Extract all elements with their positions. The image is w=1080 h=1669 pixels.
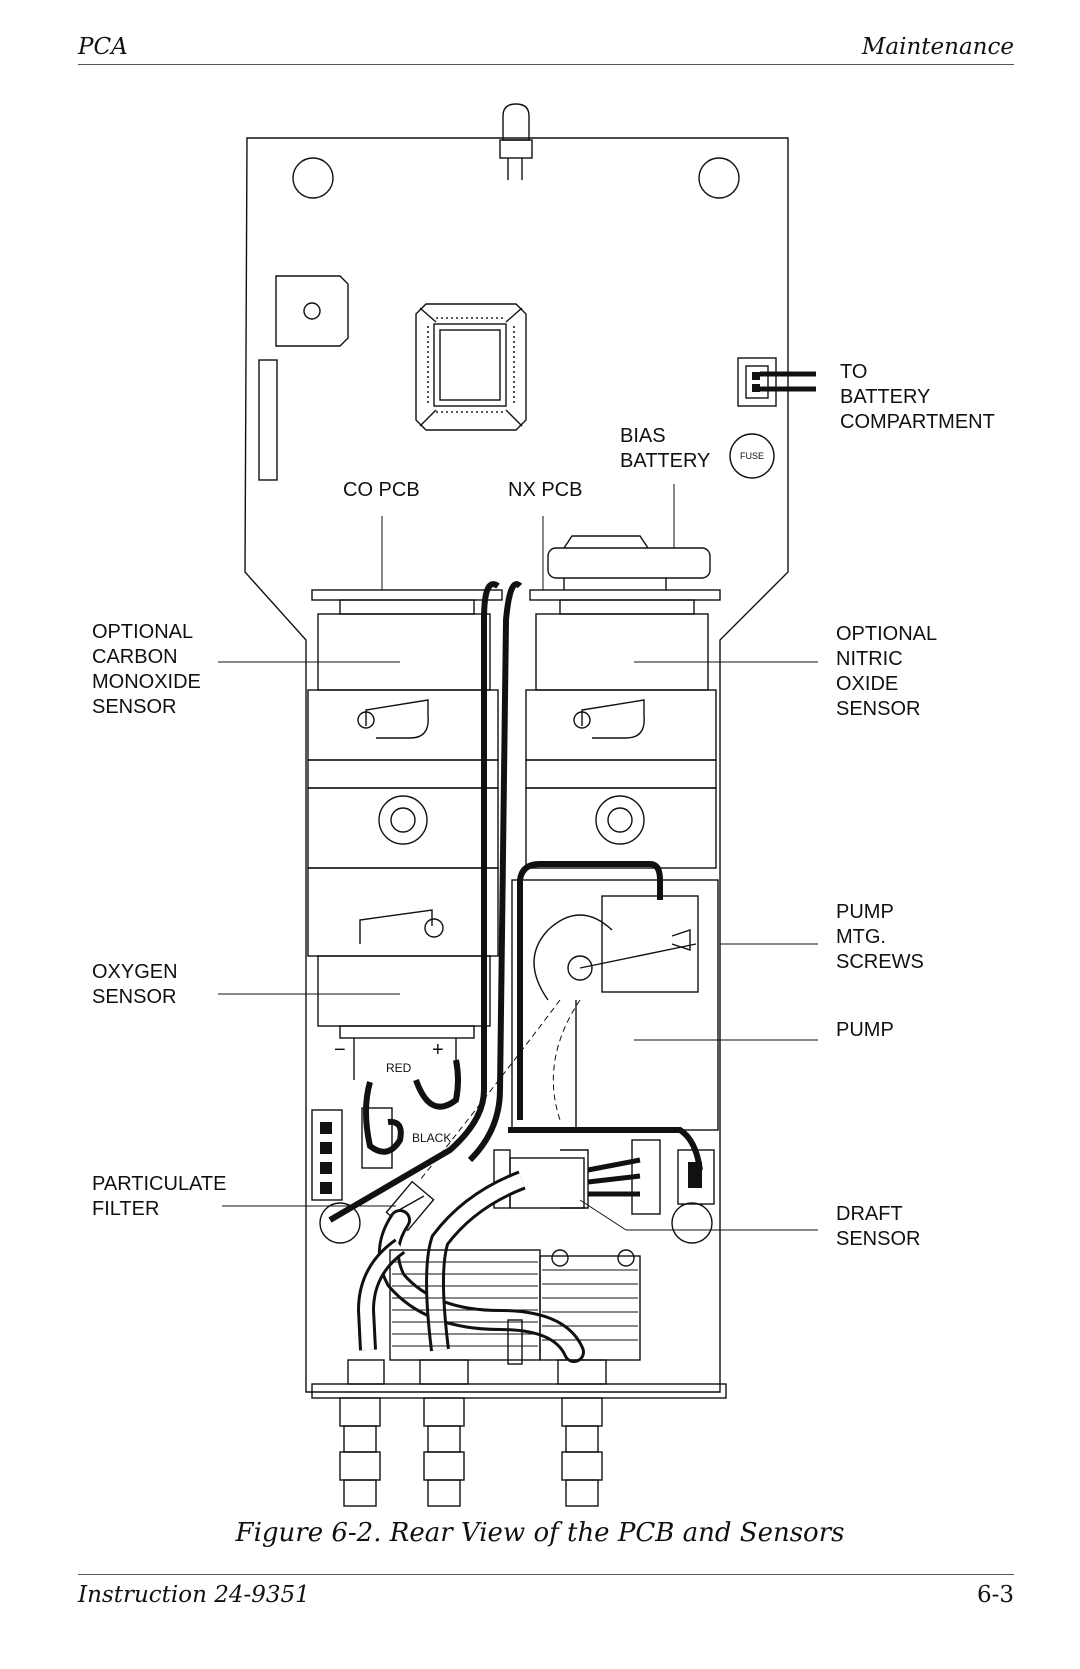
to-battery-label: TO (840, 361, 867, 383)
microcontroller-chip (415, 303, 527, 431)
footer-document-number: Instruction 24-9351 (78, 1582, 310, 1608)
oxygen-sensor-label: OXYGEN (92, 961, 178, 983)
co-sensor-label: OPTIONAL (92, 621, 193, 643)
bias-battery (547, 535, 711, 590)
gas-inlet-fitting (561, 1397, 603, 1507)
draft-sensor-label: SENSOR (836, 1228, 920, 1250)
sample-tubing (359, 1241, 404, 1351)
oxygen-sensor-connector (311, 1107, 393, 1201)
no-sensor-label: OXIDE (836, 673, 898, 695)
fuse (729, 433, 775, 479)
pump-screws-label: PUMP (836, 901, 894, 923)
figure-caption: Figure 6-2. Rear View of the PCB and Sen… (235, 1518, 845, 1548)
no-sensor-label: OPTIONAL (836, 623, 937, 645)
wire-harness (413, 1059, 461, 1110)
draft-sensor-connector (493, 1139, 715, 1215)
footer-rule (78, 1574, 1014, 1575)
oxygen-sensor-label: SENSOR (92, 986, 176, 1008)
gas-inlet-fitting (339, 1397, 381, 1507)
particulate-filter-label: PARTICULATE (92, 1173, 226, 1195)
gas-inlet-fitting (423, 1397, 465, 1507)
no-sensor-label: SENSOR (836, 698, 920, 720)
wire-harness (467, 581, 523, 1163)
positive-terminal-label: + (432, 1039, 444, 1061)
sample-tubing (428, 1173, 525, 1351)
wire-harness (363, 1081, 404, 1155)
mounting-hole (671, 1202, 713, 1244)
bottom-manifold-plate (311, 1359, 727, 1399)
co-sensor-body (307, 599, 499, 869)
header-chapter-title: Maintenance (861, 34, 1014, 60)
nx-pcb-board (529, 589, 721, 601)
pcb-board-outline (244, 137, 789, 1393)
pump-label: PUMP (836, 1019, 894, 1041)
particulate-filter-label: FILTER (92, 1198, 159, 1220)
pump-screws-label: MTG. (836, 926, 886, 948)
header-rule (78, 64, 1014, 65)
co-pcb-label: CO PCB (343, 479, 420, 501)
co-sensor-label: CARBON (92, 646, 178, 668)
mounting-hole (292, 157, 334, 199)
wire-harness (587, 1157, 641, 1197)
no-sensor-label: NITRIC (836, 648, 903, 670)
footer-page-number: 6-3 (976, 1582, 1014, 1608)
edge-connector (258, 359, 278, 481)
led-indicator (499, 103, 533, 180)
draft-sensor-label: DRAFT (836, 1203, 903, 1225)
bias-battery-label: BIAS (620, 425, 666, 447)
to-battery-label: COMPARTMENT (840, 411, 995, 433)
co-sensor-label: MONOXIDE (92, 671, 201, 693)
red-wire-label: RED (386, 1061, 412, 1075)
to-battery-label: BATTERY (840, 386, 930, 408)
bias-battery-label: BATTERY (620, 450, 710, 472)
no-sensor-body (525, 599, 717, 869)
draft-sensor (509, 1149, 589, 1209)
co-pcb-board (311, 589, 503, 601)
mounting-hole (698, 157, 740, 199)
black-wire-label: BLACK (412, 1131, 451, 1145)
wire-harness (328, 581, 500, 1223)
battery-connector (737, 357, 816, 407)
mounting-hole (319, 1202, 361, 1244)
fuse-label: FUSE (740, 451, 764, 461)
header-section-title: PCA (78, 34, 128, 60)
pump-screws-label: SCREWS (836, 951, 924, 973)
negative-terminal-label: − (334, 1039, 346, 1061)
nx-pcb-label: NX PCB (508, 479, 582, 501)
wire-harness (517, 861, 663, 1120)
wire-harness (508, 1127, 703, 1171)
co-sensor-label: SENSOR (92, 696, 176, 718)
callout-leader-lines (218, 484, 818, 1231)
oxygen-sensor-body (307, 867, 499, 1080)
regulator-component (275, 275, 349, 347)
pump-body (419, 879, 719, 1181)
